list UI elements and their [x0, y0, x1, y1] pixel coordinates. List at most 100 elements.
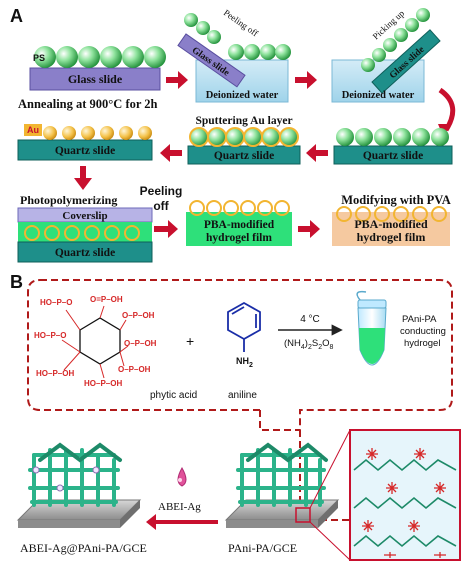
quartz-slide-left-label: Quartz slide	[55, 145, 115, 157]
ps-sphere	[394, 28, 408, 42]
quartz-slide-right	[333, 145, 453, 165]
ps-sphere	[56, 46, 78, 68]
au-sphere	[24, 225, 40, 241]
phosphate-group: HO–P–OH	[36, 369, 74, 378]
ps-sphere	[383, 38, 397, 52]
au-sphere	[64, 225, 80, 241]
au-sphere-row-gel	[24, 225, 140, 241]
annealing-label: Annealing at 900°C for 2h	[18, 97, 158, 111]
pani-pa-line1: PAni-PA	[402, 314, 437, 325]
deionized-water-label-2: Deionized water	[342, 90, 415, 101]
arrow-step6-to-7	[74, 166, 92, 190]
au-sphere	[100, 126, 114, 140]
au-sphere	[81, 126, 95, 140]
panel-b-label: B	[10, 272, 23, 292]
ps-sphere	[207, 127, 227, 147]
pva-film-line1: PBA-modified	[354, 217, 428, 231]
arrow-step4-to-5	[306, 144, 328, 162]
step-picking-up: Glass slide Picking up Deionized water	[331, 8, 441, 103]
ps-sphere	[244, 44, 260, 60]
arrow-step2-to-3	[295, 71, 317, 89]
ps-sphere	[78, 46, 100, 68]
ps-sphere	[196, 21, 210, 35]
ps-sphere	[189, 127, 209, 147]
quartz-slide-bottom-label: Quartz slide	[55, 247, 115, 259]
hydrogel-tube	[356, 290, 387, 366]
au-sphere	[43, 126, 57, 140]
zoom-box	[295, 507, 311, 523]
au-sphere	[84, 225, 100, 241]
au-sphere	[119, 126, 133, 140]
phosphate-group: O–P–OH	[124, 339, 157, 348]
ps-sphere	[372, 48, 386, 62]
au-sphere	[274, 200, 290, 216]
quartz-slide-right-label: Quartz slide	[363, 150, 423, 162]
au-sphere-row	[43, 126, 152, 140]
pva-film-line2: hydrogel film	[357, 230, 426, 244]
au-sphere	[412, 206, 428, 222]
au-sphere	[240, 200, 256, 216]
phosphate-group: HO–P–OH	[84, 379, 122, 388]
step-pba-film: PBA-modified hydrogel film	[186, 200, 292, 246]
photopolymerizing-label: Photopolymerizing	[20, 193, 117, 207]
ps-label: PS	[33, 53, 45, 63]
ps-sphere	[336, 128, 354, 146]
ps-sphere	[228, 44, 244, 60]
ps-on-slide-2	[361, 8, 430, 72]
au-sphere-row-pba	[189, 200, 290, 216]
ps-sphere	[361, 58, 375, 72]
ps-sphere	[100, 46, 122, 68]
dashed-callout-left	[259, 410, 300, 431]
arrow-step1-to-2	[166, 71, 188, 89]
ps-sphere	[275, 44, 291, 60]
phosphate-group: HO–P–O	[40, 298, 72, 307]
phytic-acid-structure	[79, 317, 121, 365]
au-sphere	[336, 206, 352, 222]
phosphate-group: O–P–OH	[118, 365, 151, 374]
pba-film-line2: hydrogel film	[206, 232, 272, 244]
au-sphere	[374, 206, 390, 222]
ps-sphere	[122, 46, 144, 68]
step-photopolymerizing: Photopolymerizing Coverslip Quartz slide	[17, 193, 153, 263]
phosphate-group: HO–P–O	[34, 331, 66, 340]
au-sphere	[44, 225, 60, 241]
deionized-water-label-1: Deionized water	[206, 90, 279, 101]
ps-sphere	[393, 128, 411, 146]
phosphate-group: O–P–OH	[122, 311, 155, 320]
electrode-left-label: ABEI-Ag@PAni-PA/GCE	[20, 541, 147, 555]
ps-sphere	[184, 13, 198, 27]
quartz-slide-mid-label: Quartz slide	[214, 150, 274, 162]
step-quartz-ps: Quartz slide	[333, 128, 453, 165]
au-sphere	[355, 206, 371, 222]
ps-sphere	[243, 127, 263, 147]
ps-sphere	[34, 46, 56, 68]
arrow-step8-to-9	[298, 220, 320, 238]
panel-a-label: A	[10, 6, 23, 26]
sputtering-label: Sputtering Au layer	[195, 115, 292, 127]
ps-sphere	[261, 127, 281, 147]
phosphate-group: O=P–OH	[90, 295, 123, 304]
aniline-label: aniline	[228, 390, 257, 401]
network-right	[236, 442, 328, 507]
arrow-abei-ag	[146, 514, 218, 530]
temperature-label: 4 °C	[300, 314, 320, 325]
ps-sphere-row	[34, 46, 166, 68]
au-label-box	[24, 124, 42, 136]
au-label: Au	[27, 125, 39, 135]
phosphate-bonds	[61, 305, 129, 379]
ps-on-slide	[184, 13, 221, 44]
glass-slide-label: Glass slide	[68, 72, 123, 86]
arrow-step7-to-8	[154, 220, 178, 238]
abei-ag-label: ABEI-Ag	[158, 501, 201, 513]
step-pva-film: Modifying with PVA PBA-modified hydrogel…	[332, 193, 451, 246]
ps-sphere	[225, 127, 245, 147]
au-sphere	[62, 126, 76, 140]
au-sphere	[223, 200, 239, 216]
phytic-acid-label: phytic acid	[150, 390, 197, 401]
plus-sign: +	[186, 333, 194, 349]
aniline-structure	[227, 301, 261, 352]
ps-sphere	[416, 8, 430, 22]
coverslip-label: Coverslip	[62, 210, 107, 222]
